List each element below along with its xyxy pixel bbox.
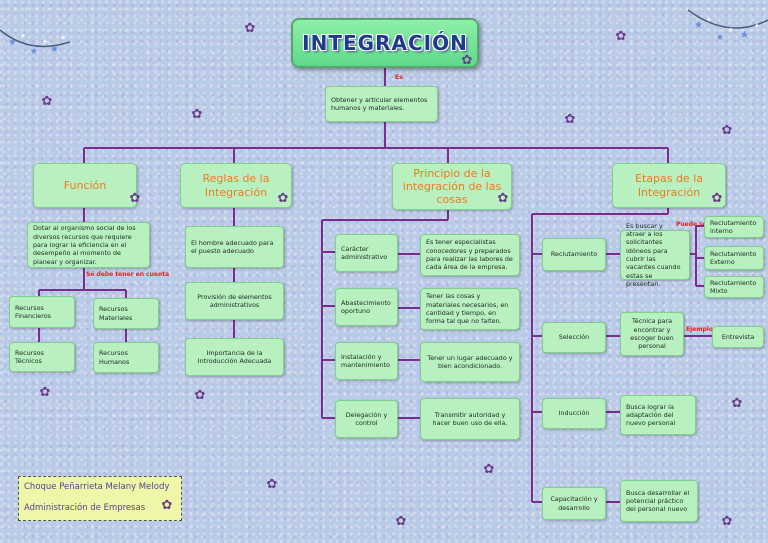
svg-text:✦: ✦ [20,32,26,40]
heading-principio: Principio de la integración de las cosas [392,163,512,210]
flower-icon: ✿ [615,29,627,44]
puede-ser-label: Puede ser [676,221,710,228]
regla-1: El hombre adecuado para el puesto adecua… [185,226,284,268]
funcion-description: Dotar al organismo social de los diverso… [27,222,150,268]
heading-etapas: Etapas de la Integración [612,163,726,208]
svg-text:★: ★ [50,44,59,55]
resource-tecnicos: Recursos Técnicos [9,342,75,372]
regla-2: Provisión de elementos administrativos [185,282,284,320]
resource-humanos: Recursos Humanos [93,342,159,373]
etapa-seleccion-desc: Técnica para encontrar y escoger buen pe… [620,312,684,356]
etapa-capacitacion-desc: Busca desarrollar el potencial práctico … [620,480,698,522]
flower-icon: ✿ [161,498,173,513]
svg-text:✦: ✦ [42,38,48,46]
svg-text:★: ★ [8,37,17,48]
flower-icon: ✿ [564,112,576,127]
flower-icon: ✿ [277,191,289,206]
flower-icon: ✿ [194,388,206,403]
flower-icon: ✿ [497,191,509,206]
flower-icon: ✿ [461,53,473,68]
svg-text:✦: ✦ [754,22,760,30]
flower-icon: ✿ [39,385,51,400]
principio-instalacion-desc: Tener un lugar adecuado y bien acondicio… [420,342,520,382]
principio-delegacion: Delegación y control [335,400,398,438]
svg-text:✦: ✦ [706,16,712,24]
es-label: Es [395,74,403,81]
etapa-seleccion: Selección [542,322,606,353]
etapa-reclutamiento-desc: Es buscar y atraer a los solicitantes id… [620,222,690,288]
reclutamiento-externo: Reclutamiento Externo [704,246,764,270]
flower-icon: ✿ [395,514,407,529]
etapa-reclutamiento: Reclutamiento [542,238,606,271]
svg-text:✦: ✦ [728,26,734,34]
flower-icon: ✿ [721,514,733,529]
heading-reglas: Reglas de la Integración [180,163,292,208]
connector-label-tener-en-cuenta: Sé debe tener en cuenta [86,271,170,278]
author-box: Choque Peñarrieta Melany Melody Administ… [18,476,182,521]
resource-financieros: Recursos Financieros [9,296,75,328]
author-name: Choque Peñarrieta Melany Melody [24,482,170,492]
svg-text:✦: ✦ [60,34,66,42]
star-garland-right: ★ ★ ★ ✦ ✦ ✦ [688,9,768,43]
heading-funcion: Función [33,163,137,208]
definition-box: Obtener y articular elementos humanos y … [325,86,438,122]
svg-text:★: ★ [716,33,724,43]
principio-delegacion-desc: Transmitir autoridad y hacer buen uso de… [420,398,520,440]
regla-3: Importancia de la Introducción Adecuada [185,338,284,376]
flower-icon: ✿ [731,396,743,411]
flower-icon: ✿ [711,191,723,206]
flower-icon: ✿ [721,123,733,138]
principio-instalacion: Instalación y mantenimiento [335,342,398,380]
flower-icon: ✿ [266,477,278,492]
flower-icon: ✿ [244,21,256,36]
etapa-induccion-desc: Busca lograr la adaptación del nuevo per… [620,395,696,435]
star-garland-left: ★ ★ ★ ✦ ✦ ✦ [0,29,70,57]
etapa-capacitacion: Capacitación y desarrollo [542,487,606,520]
page-title: INTEGRACIÓN [291,18,479,68]
flower-icon: ✿ [129,191,141,206]
svg-text:★: ★ [30,47,38,57]
reclutamiento-mixto: Reclutamiento Mixto [704,276,764,298]
ejemplo-entrevista: Entrevista [712,326,764,348]
flower-icon: ✿ [483,462,495,477]
svg-text:★: ★ [740,30,749,41]
svg-text:★: ★ [694,20,703,31]
ejemplo-label: Ejemplo [686,326,713,333]
flower-icon: ✿ [191,107,203,122]
author-career: Administración de Empresas [24,503,146,513]
flower-icon: ✿ [41,94,53,109]
principio-abastecimiento: Abastecimiento oportuno [335,288,398,326]
principio-abastecimiento-desc: Tener las cosas y materiales necesarios,… [420,288,520,330]
principio-caracter-desc: Es tener especialistas conocedores y pre… [420,234,520,276]
etapa-induccion: Inducción [542,398,606,429]
principio-caracter: Carácter administrativo [335,234,398,272]
reclutamiento-interno: Reclutamiento interno [704,216,764,238]
resource-materiales: Recursos Materiales [93,298,159,329]
